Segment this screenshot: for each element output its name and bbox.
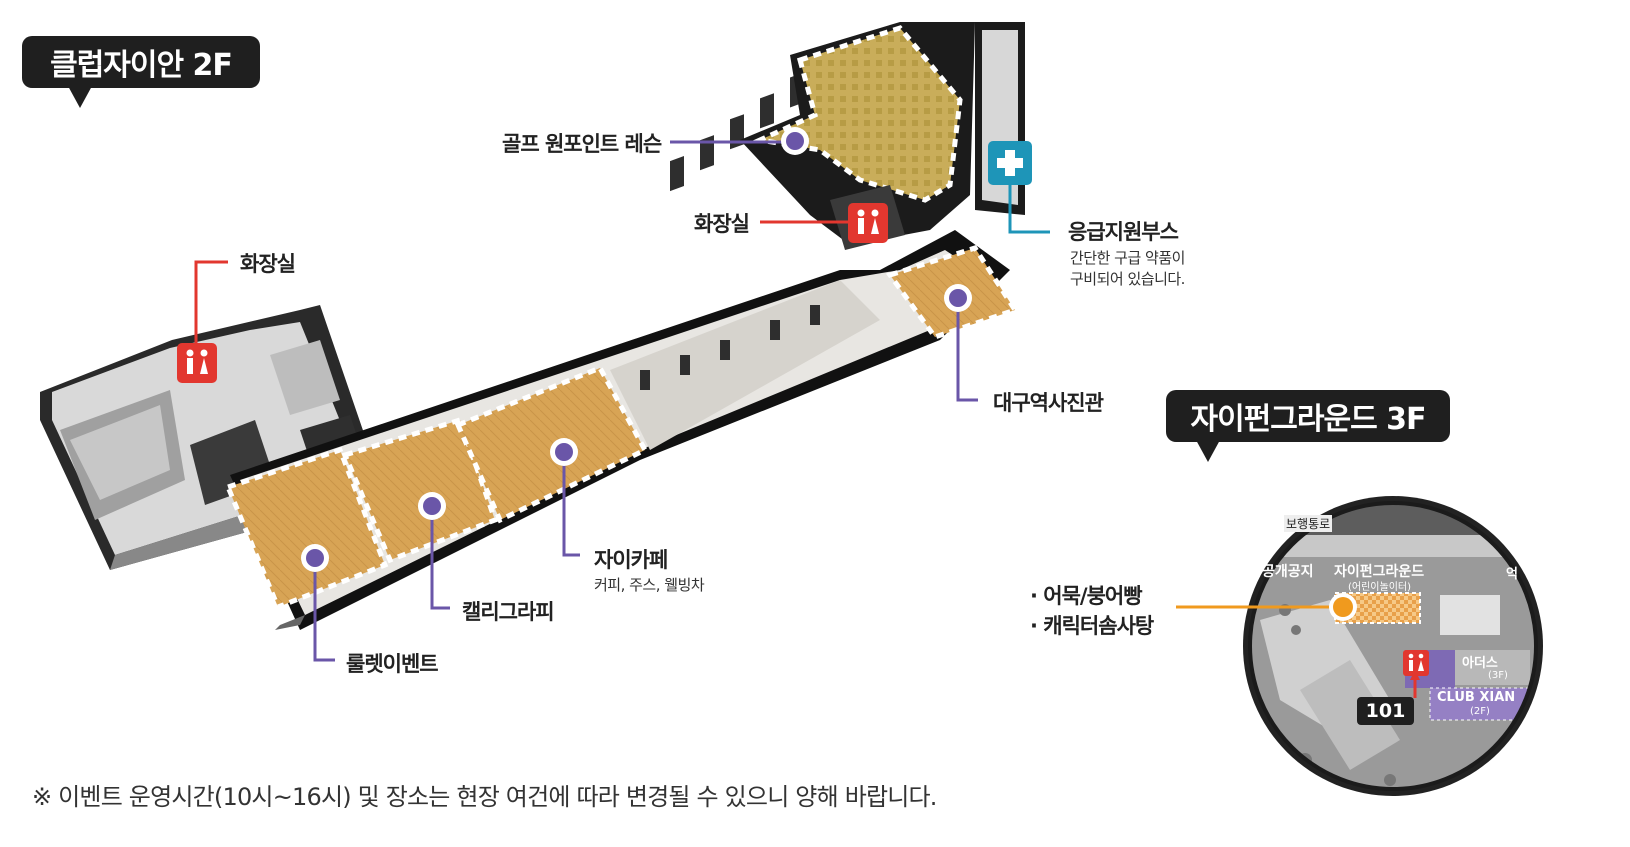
first-aid-icon xyxy=(988,141,1032,185)
floor-3f-title: 자이펀그라운드 3F xyxy=(1166,390,1450,462)
inset-item-fishcake: · 어묵/붕어빵 xyxy=(1030,584,1143,608)
label-cafe: 자이카페 xyxy=(594,548,668,572)
inset-label-fun-ground: 자이펀그라운드 xyxy=(1334,564,1425,580)
label-restroom-left: 화장실 xyxy=(240,252,296,276)
floor-3f-title-text: 자이펀그라운드 3F xyxy=(1190,402,1426,437)
label-calligraphy: 캘리그라피 xyxy=(462,600,555,624)
inset-item-cotton-candy: · 캐릭터솜사탕 xyxy=(1030,614,1154,638)
cafe-desc: 커피, 주스, 웰빙차 xyxy=(594,576,705,594)
inset-label-club-xian: CLUB XIAN xyxy=(1437,690,1516,705)
first-aid-desc-1: 간단한 구급 약품이 xyxy=(1070,249,1185,267)
label-first-aid: 응급지원부스 xyxy=(1068,220,1179,244)
room-roulette xyxy=(224,446,389,611)
inset-map xyxy=(1243,496,1543,796)
inset-label-open-space: 공개공지 xyxy=(1262,564,1314,580)
bubble-tail xyxy=(68,86,92,108)
bubble-tail xyxy=(1196,440,1220,462)
room-calligraphy xyxy=(341,416,499,564)
label-restroom-right: 화장실 xyxy=(694,212,750,236)
inset-label-club-floor: (2F) xyxy=(1470,706,1490,717)
building-number-badge: 101 xyxy=(1357,697,1414,725)
inset-label-fun-ground-sub: (어린이놀이터) xyxy=(1348,582,1412,593)
inset-label-edge: 억 xyxy=(1506,567,1518,582)
label-history-gallery: 대구역사진관 xyxy=(993,391,1104,415)
floor-2f-title: 클럽자이안 2F xyxy=(22,36,260,108)
restroom-icon xyxy=(848,203,888,243)
inset-label-other-building: 아더스 xyxy=(1462,656,1498,671)
first-aid-desc-2: 구비되어 있습니다. xyxy=(1070,270,1185,288)
inset-label-walkway: 보행통로 xyxy=(1284,515,1333,532)
restroom-icon xyxy=(1403,650,1429,676)
room-cafe xyxy=(454,364,649,524)
restroom-icon xyxy=(177,343,217,383)
floor-2f-title-text: 클럽자이안 2F xyxy=(50,48,233,83)
footnote: ※ 이벤트 운영시간(10시~16시) 및 장소는 현장 여건에 따라 변경될 … xyxy=(32,783,937,811)
leader-lines xyxy=(313,140,978,662)
inset-label-other-floor: (3F) xyxy=(1488,670,1508,681)
label-golf-lesson: 골프 원포인트 레슨 xyxy=(502,132,662,156)
location-markers xyxy=(301,127,1357,621)
label-roulette: 룰렛이벤트 xyxy=(346,652,439,676)
